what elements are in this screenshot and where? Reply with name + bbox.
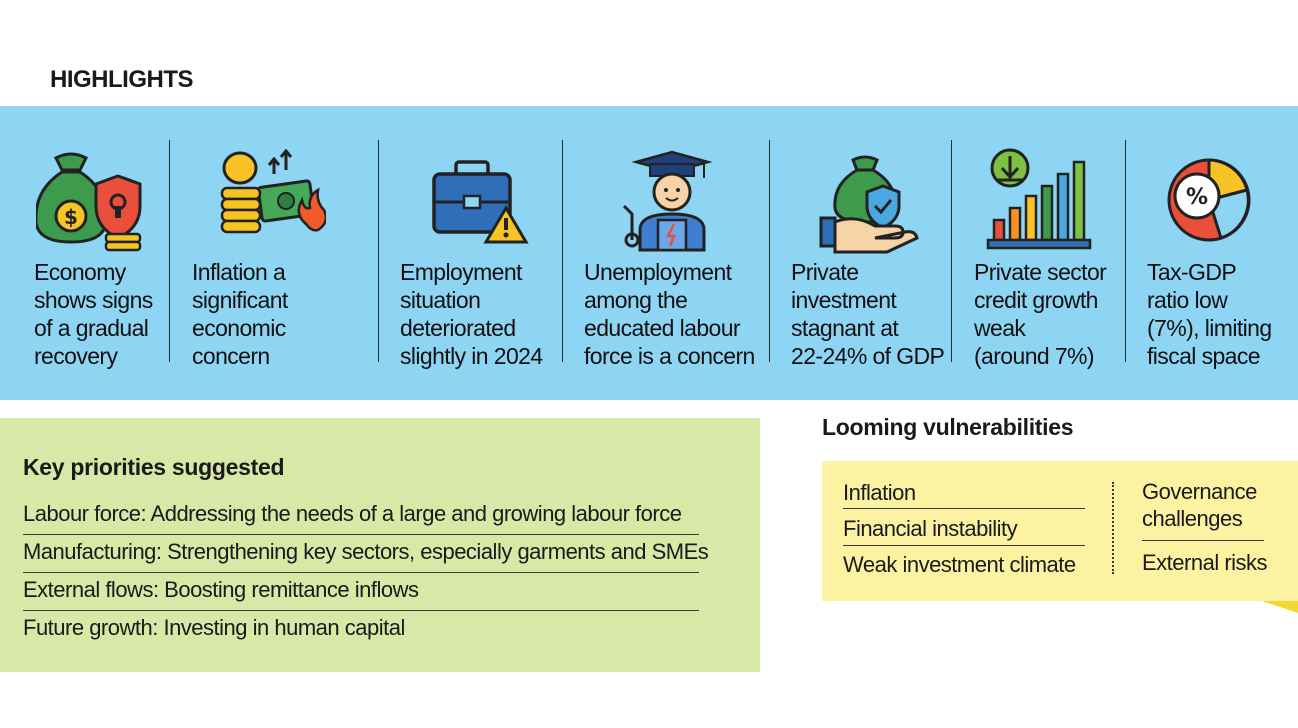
- separator: [1125, 140, 1126, 362]
- divider: [23, 610, 699, 611]
- percent-pie-chart-icon: %: [1159, 146, 1269, 256]
- divider: [23, 572, 699, 573]
- vulnerability-item: External risks: [1142, 550, 1268, 575]
- separator: [769, 140, 770, 362]
- divider: [1142, 540, 1264, 541]
- separator: [951, 140, 952, 362]
- coins-rising-inflation-icon: [216, 146, 328, 256]
- priority-item: Labour force: Addressing the needs of a …: [23, 501, 682, 526]
- priority-item: External flows: Boosting remittance infl…: [23, 577, 419, 602]
- separator: [169, 140, 170, 362]
- key-priorities-panel: Key priorities suggested Labour force: A…: [0, 418, 760, 672]
- divider: [843, 508, 1085, 509]
- priority-item: Manufacturing: Strengthening key sectors…: [23, 539, 709, 564]
- graduate-worker-icon: [616, 146, 726, 256]
- svg-text:$: $: [64, 205, 78, 229]
- separator: [378, 140, 379, 362]
- callout-tail: [1262, 601, 1298, 613]
- vulnerabilities-title: Looming vulnerabilities: [822, 414, 1074, 440]
- divider: [23, 534, 699, 535]
- svg-text:%: %: [1186, 185, 1208, 210]
- separator: [562, 140, 563, 362]
- highlights-heading: HIGHLIGHTS: [50, 66, 194, 93]
- vulnerability-item: Weak investment climate: [843, 552, 1076, 577]
- briefcase-warning-icon: [424, 146, 534, 256]
- bar-chart-down-arrow-icon: [984, 146, 1094, 256]
- money-bag-shield-icon: $: [34, 146, 146, 256]
- vulnerability-item: Inflation: [843, 480, 916, 505]
- key-priorities-title: Key priorities suggested: [23, 454, 285, 480]
- hand-money-bag-icon: [817, 146, 927, 256]
- vulnerability-item: Financial instability: [843, 516, 1018, 541]
- priority-item: Future growth: Investing in human capita…: [23, 615, 405, 640]
- divider: [843, 545, 1085, 546]
- dotted-divider: [1112, 482, 1114, 574]
- vulnerabilities-panel: [822, 461, 1298, 601]
